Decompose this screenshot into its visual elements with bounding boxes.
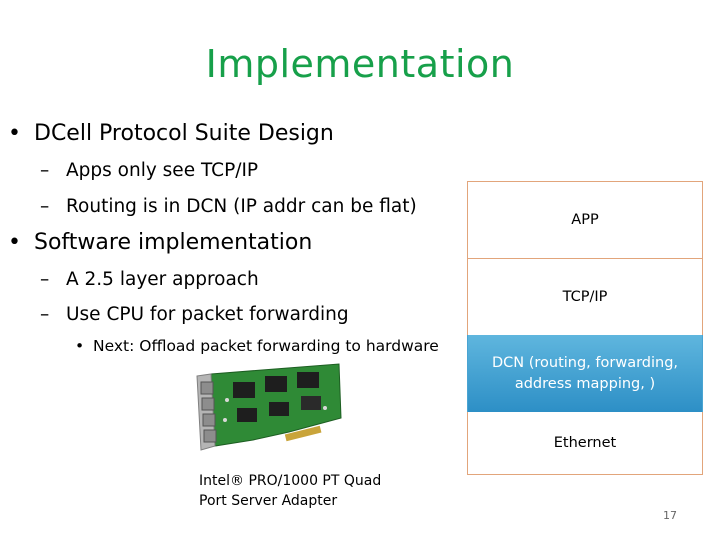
layer-tcpip-label: TCP/IP [562, 288, 608, 305]
bullet-1-sub-1: –Apps only see TCP/IP [40, 160, 259, 181]
bullet-2-sub-2-text: Use CPU for packet forwarding [66, 304, 349, 325]
bullet-2-subsub-text: Next: Offload packet forwarding to hardw… [93, 337, 439, 355]
layer-app: APP [467, 181, 703, 258]
layer-dcn: DCN (routing, forwarding, address mappin… [467, 335, 703, 412]
layer-ethernet-label: Ethernet [553, 434, 617, 451]
layer-tcpip: TCP/IP [467, 258, 703, 335]
bullet-2-text: Software implementation [34, 230, 313, 255]
image-caption-line-1: Intel® PRO/1000 PT Quad [199, 473, 382, 489]
bullet-1-sub-1-text: Apps only see TCP/IP [66, 160, 259, 181]
network-adapter-image [196, 363, 342, 451]
bullet-2-subsub: •Next: Offload packet forwarding to hard… [75, 337, 439, 355]
layer-dcn-label: DCN (routing, forwarding, address mappin… [492, 353, 678, 395]
bullet-1-sub-2-text: Routing is in DCN (IP addr can be flat) [66, 196, 417, 217]
bullet-1: •DCell Protocol Suite Design [8, 121, 334, 146]
bullet-1-sub-2: –Routing is in DCN (IP addr can be flat) [40, 196, 417, 217]
bullet-2-sub-1-text: A 2.5 layer approach [66, 269, 259, 290]
protocol-stack-diagram: APP TCP/IP DCN (routing, forwarding, add… [467, 181, 703, 475]
slide-title: Implementation [205, 42, 515, 86]
bullet-1-text: DCell Protocol Suite Design [34, 121, 334, 146]
image-caption-line-2: Port Server Adapter [199, 493, 338, 509]
image-caption: Intel® PRO/1000 PT Quad Port Server Adap… [199, 471, 381, 511]
layer-app-label: APP [571, 211, 599, 228]
bullet-2: •Software implementation [8, 230, 313, 255]
layer-ethernet: Ethernet [467, 412, 703, 475]
layer-dcn-line-2: address mapping, ) [514, 375, 656, 392]
bullet-2-sub-1: –A 2.5 layer approach [40, 269, 259, 290]
page-number: 17 [663, 509, 677, 522]
layer-dcn-line-1: DCN (routing, forwarding, [491, 354, 679, 371]
bullet-2-sub-2: –Use CPU for packet forwarding [40, 304, 349, 325]
